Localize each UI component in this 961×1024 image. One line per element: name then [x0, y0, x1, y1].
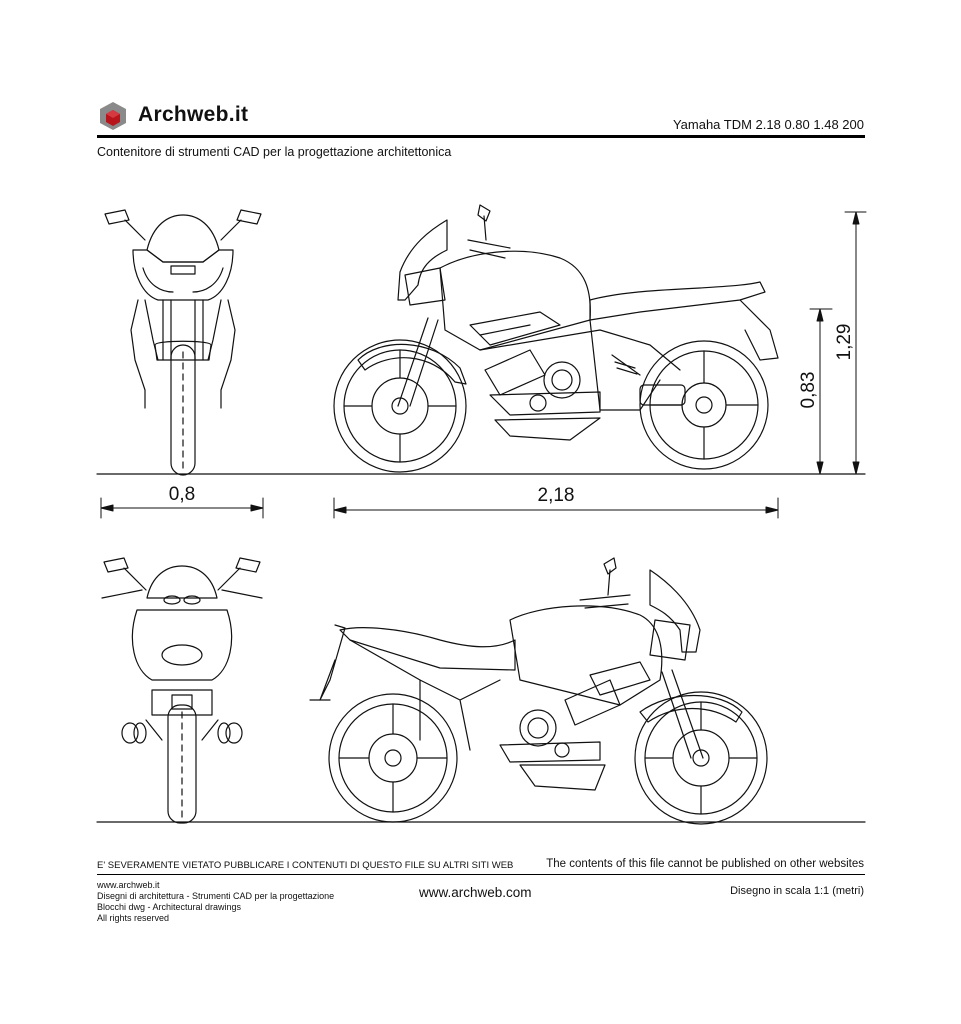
width-label: 0,8: [169, 484, 195, 505]
rear-view: [101, 557, 263, 824]
warning-italian: E' SEVERAMENTE VIETATO PUBBLICARE I CONT…: [97, 860, 514, 871]
credit-line: Blocchi dwg - Architectural drawings: [97, 902, 242, 912]
dimension-width: [100, 497, 264, 519]
length-label: 2,18: [538, 485, 575, 506]
scale-note: Disegno in scala 1:1 (metri): [730, 885, 864, 897]
dimension-length: [333, 497, 779, 519]
archweb-logo[interactable]: Archweb.it: [98, 101, 258, 131]
side-view-right: [309, 557, 768, 825]
credit-line: All rights reserved: [97, 913, 170, 923]
credits-block: www.archweb.it Disegni di architettura -…: [97, 880, 334, 924]
subtitle: Contenitore di strumenti CAD per la prog…: [97, 145, 452, 159]
total-height-label: 1,29: [834, 324, 855, 361]
front-view: [104, 209, 262, 476]
dimension-seat-height: [809, 308, 833, 475]
logo-text: Archweb.it: [138, 103, 249, 126]
seat-height-label: 0,83: [798, 372, 819, 409]
credit-line: Disegni di architettura - Strumenti CAD …: [97, 891, 335, 901]
dimension-total-height: [844, 211, 867, 475]
drawing-title: Yamaha TDM 2.18 0.80 1.48 200: [672, 117, 864, 132]
footer-rule: [97, 874, 865, 875]
warning-english: The contents of this file cannot be publ…: [546, 858, 864, 870]
archweb-cube-icon: [100, 102, 126, 130]
credit-line: www.archweb.it: [97, 880, 160, 890]
header-rule: [97, 135, 865, 138]
side-view-left: [333, 204, 779, 473]
site-link[interactable]: www.archweb.com: [419, 885, 532, 900]
